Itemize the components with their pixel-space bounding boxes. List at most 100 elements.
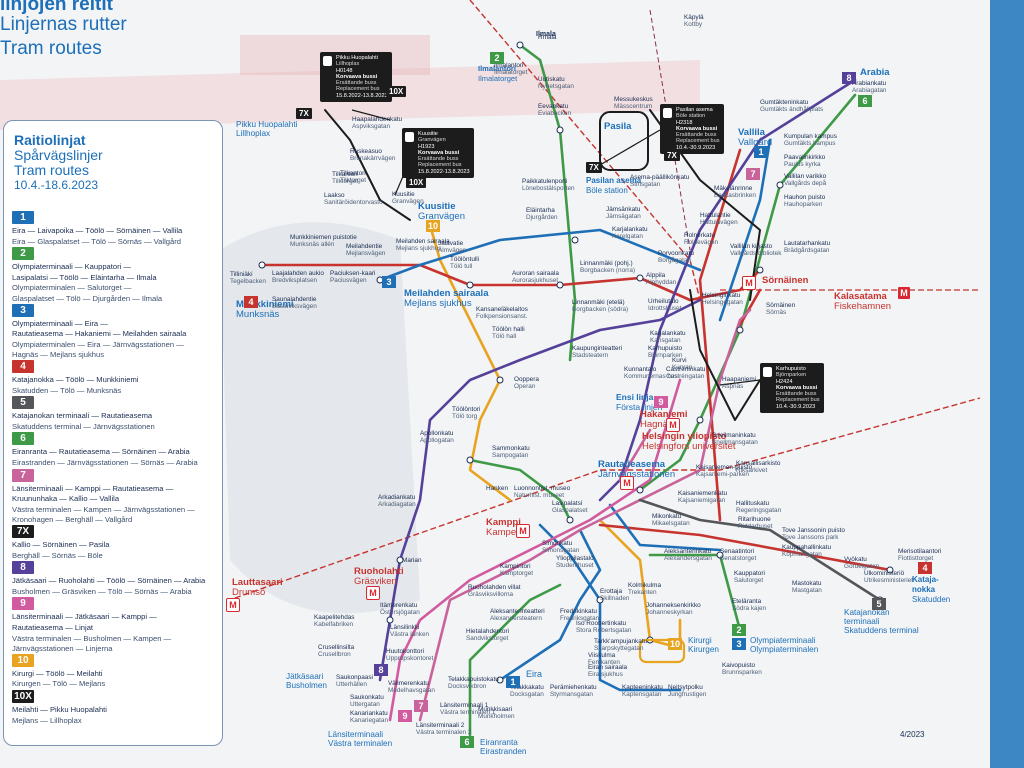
line-tag-10x: 10X (386, 86, 407, 97)
stop-name-fi: Eläintarha (526, 207, 555, 214)
stop-name-fi: Laajalahden aukio (272, 270, 324, 277)
stop-name-fi: Lasipalatsi (552, 500, 583, 507)
stop-name-sv: Stora Robertsgatan (576, 627, 632, 635)
line-badge: 3 (12, 303, 34, 317)
stop-name-sv: Glaspalatset (552, 507, 588, 515)
metro-icon: M (742, 276, 756, 290)
line-badge: 7 (12, 468, 34, 482)
stop-name-sv: Kurvan (672, 364, 693, 372)
stop-name-sv: Eviabacken (538, 110, 572, 118)
stop-name-sv: Crusellbron (318, 651, 351, 659)
stop-name-fi: Ruoholahden villat (468, 584, 521, 591)
stop-name-sv: Docksvikbron (448, 683, 487, 691)
hub-yliopisto-fi: Helsingin yliopisto (642, 431, 727, 442)
stop-name-sv: Alphyddan (646, 279, 677, 287)
stop-name-sv: Styrmansgatan (550, 691, 593, 699)
stop-name-fi: Jalavatie (438, 240, 464, 247)
hub-pasila-fi: Pasila (604, 121, 632, 132)
line-label-8: 8 (374, 664, 388, 676)
stop-name-sv: Tilktorget (340, 177, 367, 185)
stop-name-fi: Vallilan varikko (784, 173, 827, 180)
stop-name-fi: Castréninkatu (666, 366, 706, 373)
stop-name-fi: Lautatarhankatu (784, 240, 831, 247)
bus-icon (323, 56, 332, 66)
stop-name-fi: Paciuksen-kaari (330, 270, 376, 277)
bus-box-text: Ersättande buss (776, 391, 817, 398)
stop-name-fi: Kaivopuisto (722, 662, 756, 669)
stop-name-sv: Hauhoparken (784, 201, 823, 209)
stop-name-fi: Vallilan kirjasto (730, 243, 773, 250)
legend-line-route-text: Västra terminalen — Busholmen — Kampen — (12, 633, 172, 643)
stop-name-sv: Regeringsgatan (736, 507, 782, 515)
stop-name-fi: Kumpulan kampus (784, 133, 837, 140)
stop-name-fi: Länsiterminaali 1 (440, 702, 489, 709)
bus-box-text: 10.4.-30.9.2023 (676, 144, 716, 151)
legend-line-route-text: Kirurgen — Tölö — Mejlans (12, 679, 106, 689)
hub-ensi-fi: Ensi linja (616, 392, 654, 402)
stop-name-sv: Granvägen (392, 198, 424, 206)
stop-name-fi: Tilkantori (332, 171, 358, 178)
bus-box-text: Björnparken (776, 372, 807, 379)
hub-meilahden-sv: Mejlans sjukhus (404, 298, 472, 309)
line-badge: 2 (12, 247, 34, 261)
stop-name-sv: Trekanten (628, 589, 657, 597)
legend-line-route-text: Olympiaterminalen — Salutorget — (12, 283, 132, 293)
stop-name-sv: Tegelbacken (230, 278, 266, 286)
stop-name-sv: Jungfrustigen (668, 691, 707, 699)
stop-name-fi: Ruskeasuo (350, 148, 382, 155)
hub-hakaniemi-sv: Hagnäs (640, 419, 673, 430)
stop-name-fi: Neitsytpolku (668, 684, 703, 691)
hub-olympia-sv: Olympiaterminalen (750, 645, 819, 654)
stop-name-fi: Hauhon puisto (784, 194, 826, 201)
stop-name-sv: Paciusvägen (330, 277, 367, 285)
stop-name-fi: Gumtäkteninkatu (760, 99, 809, 106)
stop-name-sv: Medelhavsgatan (388, 687, 435, 695)
stop-name-fi: Paikkatulenporti (522, 178, 568, 185)
stop-name-fi: Tarkk'ampujankatu (594, 638, 648, 645)
line-label-2: 2 (732, 624, 746, 636)
stop-name-fi: Kuusitie (392, 191, 415, 198)
stop-name-sv: Bastuviksvägen (272, 303, 317, 311)
stop-name-sv: Rolnevägen (684, 239, 719, 247)
stop-name-fi: Ilmalantori (494, 62, 524, 69)
stop-name-fi: Eiran sairaala (588, 664, 628, 671)
stop-name-fi: Mastokatu (792, 580, 822, 587)
stop-name-sv: Munkholmen (478, 713, 515, 721)
stop-name-fi: Kansallisarkisto (736, 460, 781, 467)
stop-name-sv: Vallgårds depå (784, 180, 827, 188)
legend-line-route-text: Katajanokan terminaali — Rautatieasema (12, 411, 153, 421)
metro-icon: M (620, 476, 634, 490)
stop-name-sv: Jämsägatan (606, 213, 641, 221)
stop-name-fi: Perämiehenkatu (550, 684, 597, 691)
